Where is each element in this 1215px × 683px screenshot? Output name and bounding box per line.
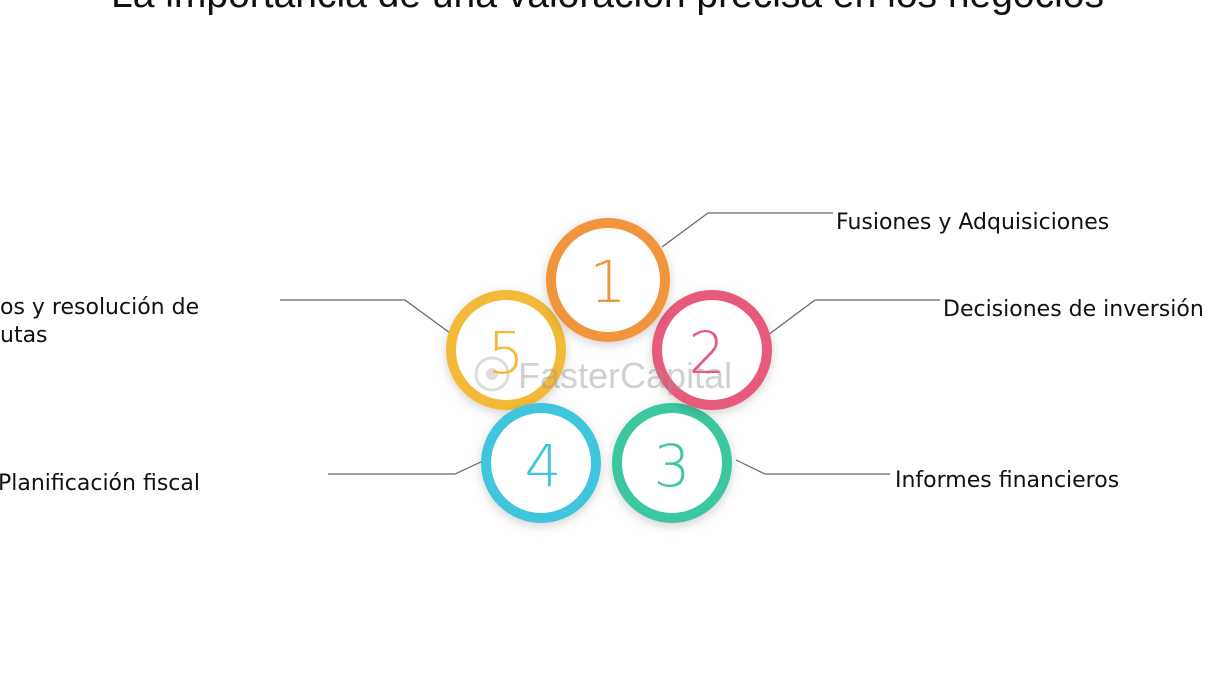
step-4-ring: [481, 403, 601, 523]
connector-line-2: [767, 299, 940, 336]
step-3-ring: [612, 403, 732, 523]
step-2-number: 2: [689, 319, 726, 387]
page-title: La importancia de una valoración precisa…: [0, 0, 1215, 17]
step-2-ring: [652, 290, 772, 410]
step-4-label: Planificación fiscal: [0, 471, 200, 496]
step-1-ring: [546, 218, 670, 342]
step-4-number: 4: [525, 432, 562, 500]
step-5-number: 5: [488, 319, 525, 387]
step-1-number: 1: [590, 248, 627, 316]
step-5-ring: [446, 290, 566, 410]
step-3-label: Informes financieros: [895, 468, 1120, 493]
step-1-label: Fusiones y Adquisiciones: [836, 210, 1110, 235]
connector-line-1: [661, 212, 833, 248]
connector-line-3: [735, 459, 890, 475]
step-5-label-line-2: utas: [0, 323, 48, 348]
watermark-logo-icon: [474, 356, 510, 392]
step-5-label-line-1: os y resolución de: [0, 295, 200, 320]
step-3-number: 3: [654, 432, 691, 500]
connector-line-5: [280, 299, 451, 334]
watermark-text: FasterCapital: [518, 355, 732, 396]
step-2-label: Decisiones de inversión: [943, 297, 1204, 322]
connector-line-4: [328, 459, 486, 475]
